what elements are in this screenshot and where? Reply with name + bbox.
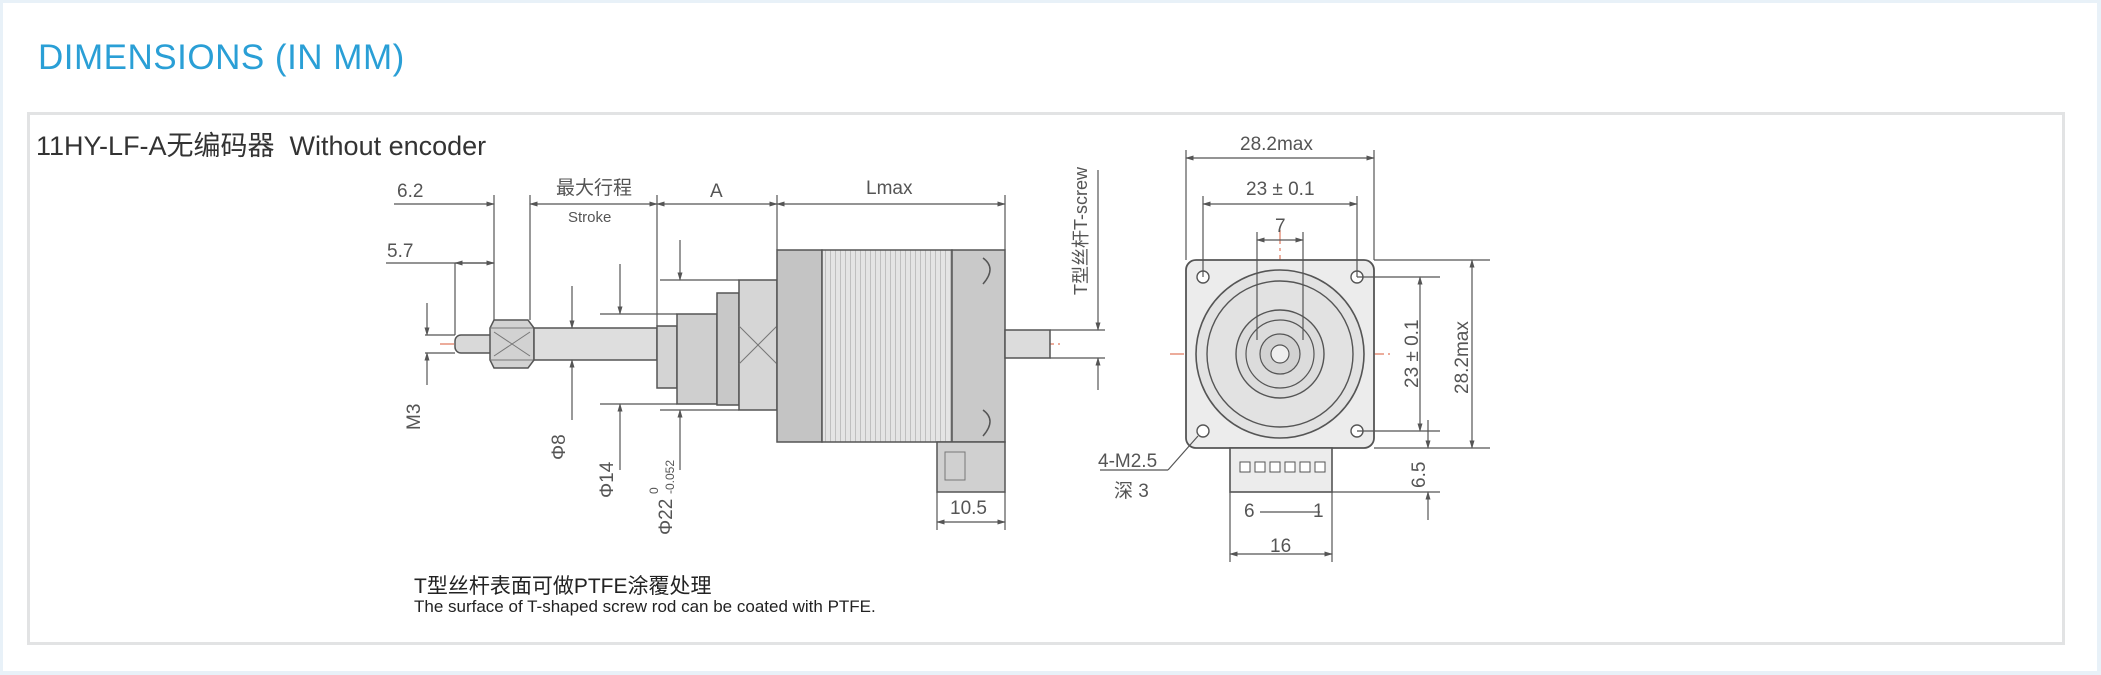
connector-side	[936, 441, 1006, 493]
dim-28-2-top: 28.2max	[1240, 134, 1313, 155]
motor-body	[821, 249, 953, 443]
dim-lmax: Lmax	[866, 178, 913, 199]
note-chinese: T型丝杆表面可做PTFE涂覆处理	[414, 575, 712, 598]
boss-phi14	[676, 313, 718, 405]
dim-phi22-lower: -0.052	[663, 460, 677, 494]
dim-phi22: Φ22	[656, 499, 677, 535]
front-view: 28.2max 23 ± 0.1 7 23 ± 0.1 28.2max 4-M2…	[1098, 134, 1490, 562]
note-english: The surface of T-shaped screw rod can be…	[414, 597, 876, 616]
dim-10-5: 10.5	[950, 498, 987, 519]
pin-first: 6	[1244, 501, 1255, 522]
dim-a: A	[710, 181, 723, 202]
mount-holes	[1196, 270, 1364, 438]
stroke-label-en: Stroke	[568, 209, 611, 226]
motor-rear-cap	[951, 249, 1006, 443]
screw-label: T型丝杆T-screw	[1071, 166, 1091, 295]
dim-16: 16	[1270, 536, 1291, 557]
pin-last: 1	[1313, 501, 1324, 522]
screw-tip	[454, 334, 496, 354]
rear-shaft	[1004, 329, 1051, 359]
dim-7: 7	[1275, 216, 1286, 237]
section-title: DIMENSIONS (IN MM)	[38, 38, 405, 77]
dim-phi14: Φ14	[597, 461, 618, 498]
motor-front-cap	[776, 249, 823, 443]
hole-depth-label: 深 3	[1114, 480, 1149, 502]
dim-6-5: 6.5	[1409, 462, 1430, 488]
screw-rod	[533, 327, 658, 361]
dim-6-2: 6.2	[397, 181, 423, 202]
dim-23-top: 23 ± 0.1	[1246, 179, 1315, 200]
dim-5-7: 5.7	[387, 241, 413, 262]
dim-phi8: Φ8	[549, 434, 570, 460]
stroke-label-cn: 最大行程	[556, 177, 632, 199]
side-view: 6.2 最大行程 Stroke A Lmax 5.7 T型丝杆T-screw	[386, 166, 1105, 535]
drawing-heading: 11HY-LF-A无编码器 Without encoder	[36, 131, 487, 161]
dim-23-side: 23 ± 0.1	[1402, 319, 1423, 388]
dim-m3: M3	[404, 404, 425, 430]
dim-28-2-side: 28.2max	[1452, 321, 1473, 394]
flange-phi22	[716, 292, 740, 406]
drawing-frame	[27, 112, 2065, 645]
collar-phi8	[656, 325, 678, 389]
dim-phi22-upper: 0	[647, 487, 661, 494]
holes-label: 4-M2.5	[1098, 451, 1157, 472]
